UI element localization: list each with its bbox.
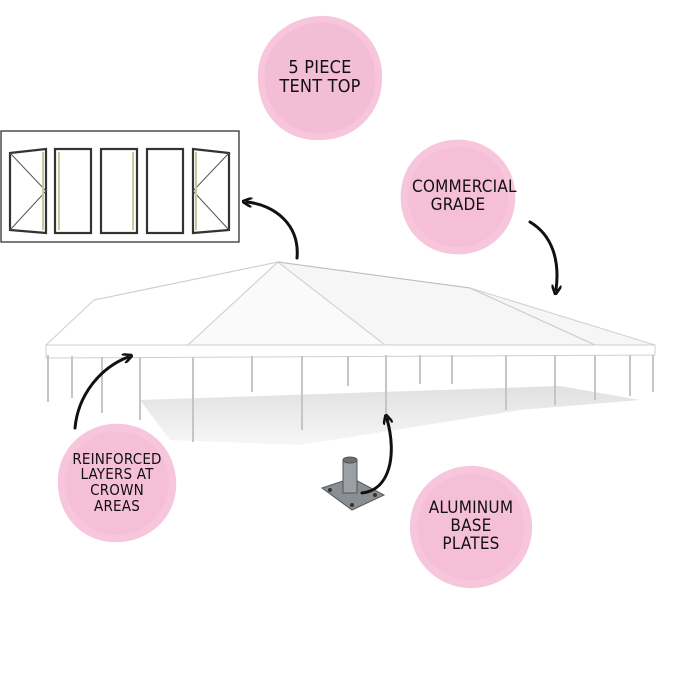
frame-tent-illustration xyxy=(44,261,656,442)
badge-label: REINFORCED LAYERS AT CROWN AREAS xyxy=(72,449,162,515)
pink-brush-circle-icon xyxy=(257,15,383,141)
badge-commercial-grade: COMMERCIAL GRADE xyxy=(397,136,519,258)
badge-5-piece-tent-top: 5 PIECE TENT TOP xyxy=(254,12,386,144)
base-plate-icon xyxy=(320,456,386,511)
curved-arrow-icon xyxy=(73,357,128,430)
badge-label: 5 PIECE TENT TOP xyxy=(279,57,361,97)
badge-aluminum-base-plates: ALUMINUM BASE PLATES xyxy=(406,462,536,592)
pink-brush-circle-icon xyxy=(400,139,516,255)
badge-label: COMMERCIAL GRADE xyxy=(412,177,517,215)
badge-reinforced-layers: REINFORCED LAYERS AT CROWN AREAS xyxy=(52,420,182,546)
pink-brush-circle-icon xyxy=(409,465,533,589)
curved-arrow-icon xyxy=(528,220,557,290)
curved-arrow-icon xyxy=(360,419,391,495)
badge-label: ALUMINUM BASE PLATES xyxy=(428,498,514,554)
tent-top-panels-icon xyxy=(0,130,240,243)
curved-arrow-icon xyxy=(247,202,299,260)
pink-brush-circle-icon xyxy=(57,423,177,543)
